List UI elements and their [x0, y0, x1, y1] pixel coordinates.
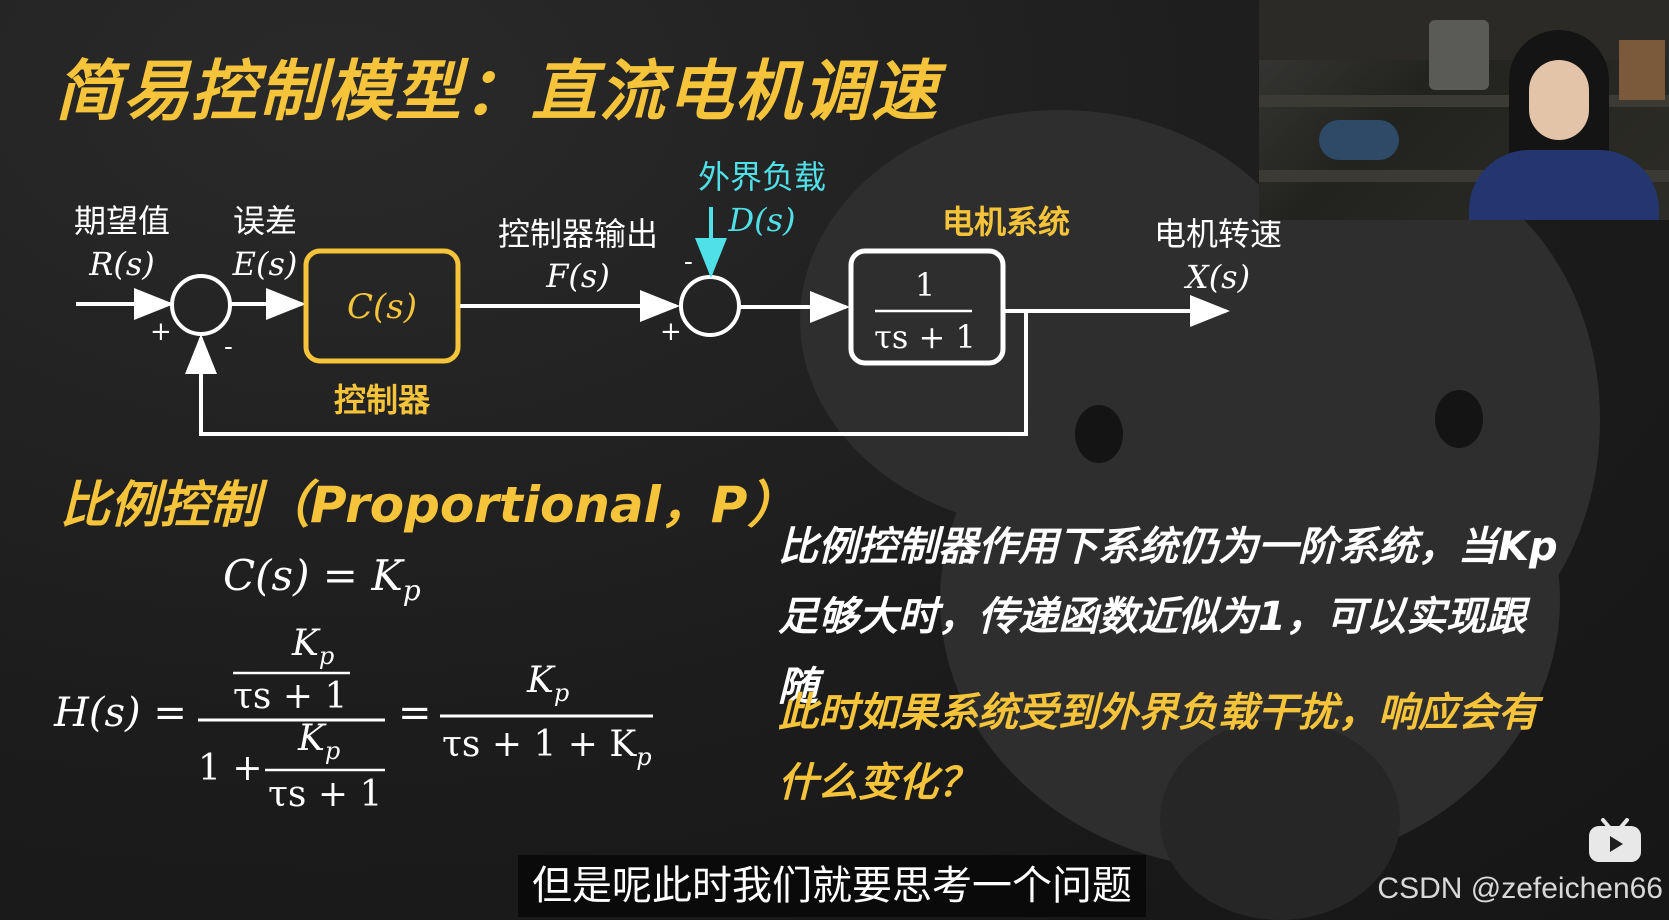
- presenter-avatar: [1499, 30, 1629, 220]
- summing-junction-1: [172, 276, 230, 334]
- sum1-minus: -: [224, 332, 233, 362]
- h-lhs: H(s) =: [53, 690, 187, 736]
- denominator-denominator: τs + 1: [268, 774, 382, 815]
- watermark: CSDN @zefeichen66: [1377, 872, 1663, 906]
- controller-label: 控制器: [334, 381, 431, 419]
- tv-logo-icon: [1587, 818, 1643, 864]
- controller-equation: C(s) = Kp: [223, 551, 421, 607]
- presenter-face: [1529, 60, 1589, 140]
- error-symbol: E(s): [232, 245, 298, 283]
- controller-block-label: C(s): [347, 287, 417, 327]
- webcam-object: [1429, 20, 1489, 90]
- output-label: 电机转速: [1154, 215, 1282, 253]
- disturbance-symbol: D(s): [727, 201, 795, 239]
- video-subtitle: 但是呢此时我们就要思考一个问题: [518, 855, 1146, 917]
- rhs-numerator: Kp: [526, 660, 569, 707]
- sum2-minus: -: [684, 247, 693, 277]
- plant-label: 电机系统: [942, 203, 1070, 241]
- equals-sign: =: [398, 690, 432, 736]
- controller-output-label: 控制器输出: [498, 215, 658, 253]
- output-symbol: X(s): [1183, 258, 1250, 296]
- sum2-plus: +: [660, 317, 682, 347]
- sum1-plus: +: [150, 317, 172, 347]
- denominator-kp: Kp: [297, 718, 340, 765]
- disturbance-label: 外界负载: [698, 158, 826, 196]
- numerator-denominator: τs + 1: [233, 676, 347, 717]
- question-text: 此时如果系统受到外界负载干扰，响应会有什么变化？: [778, 678, 1558, 818]
- summing-junction-2: [681, 277, 739, 335]
- error-label: 误差: [233, 202, 297, 240]
- controller-output-symbol: F(s): [545, 257, 610, 295]
- denominator-one-plus: 1 +: [198, 748, 263, 789]
- numerator-kp: Kp: [291, 623, 334, 670]
- plant-denominator: τs + 1: [874, 318, 976, 356]
- webcam-overlay: [1259, 0, 1669, 220]
- webcam-object: [1319, 120, 1399, 160]
- desired-symbol: R(s): [88, 245, 154, 283]
- equations: C(s) = Kp H(s) = Kp τs + 1 1 + Kp τs + 1…: [40, 540, 740, 860]
- rhs-denominator: τs + 1 + Kp: [442, 724, 652, 771]
- presenter-jacket: [1469, 150, 1659, 220]
- desired-label: 期望值: [74, 202, 170, 240]
- section-title: 比例控制（Proportional，P）: [60, 465, 797, 537]
- plant-numerator: 1: [915, 266, 935, 304]
